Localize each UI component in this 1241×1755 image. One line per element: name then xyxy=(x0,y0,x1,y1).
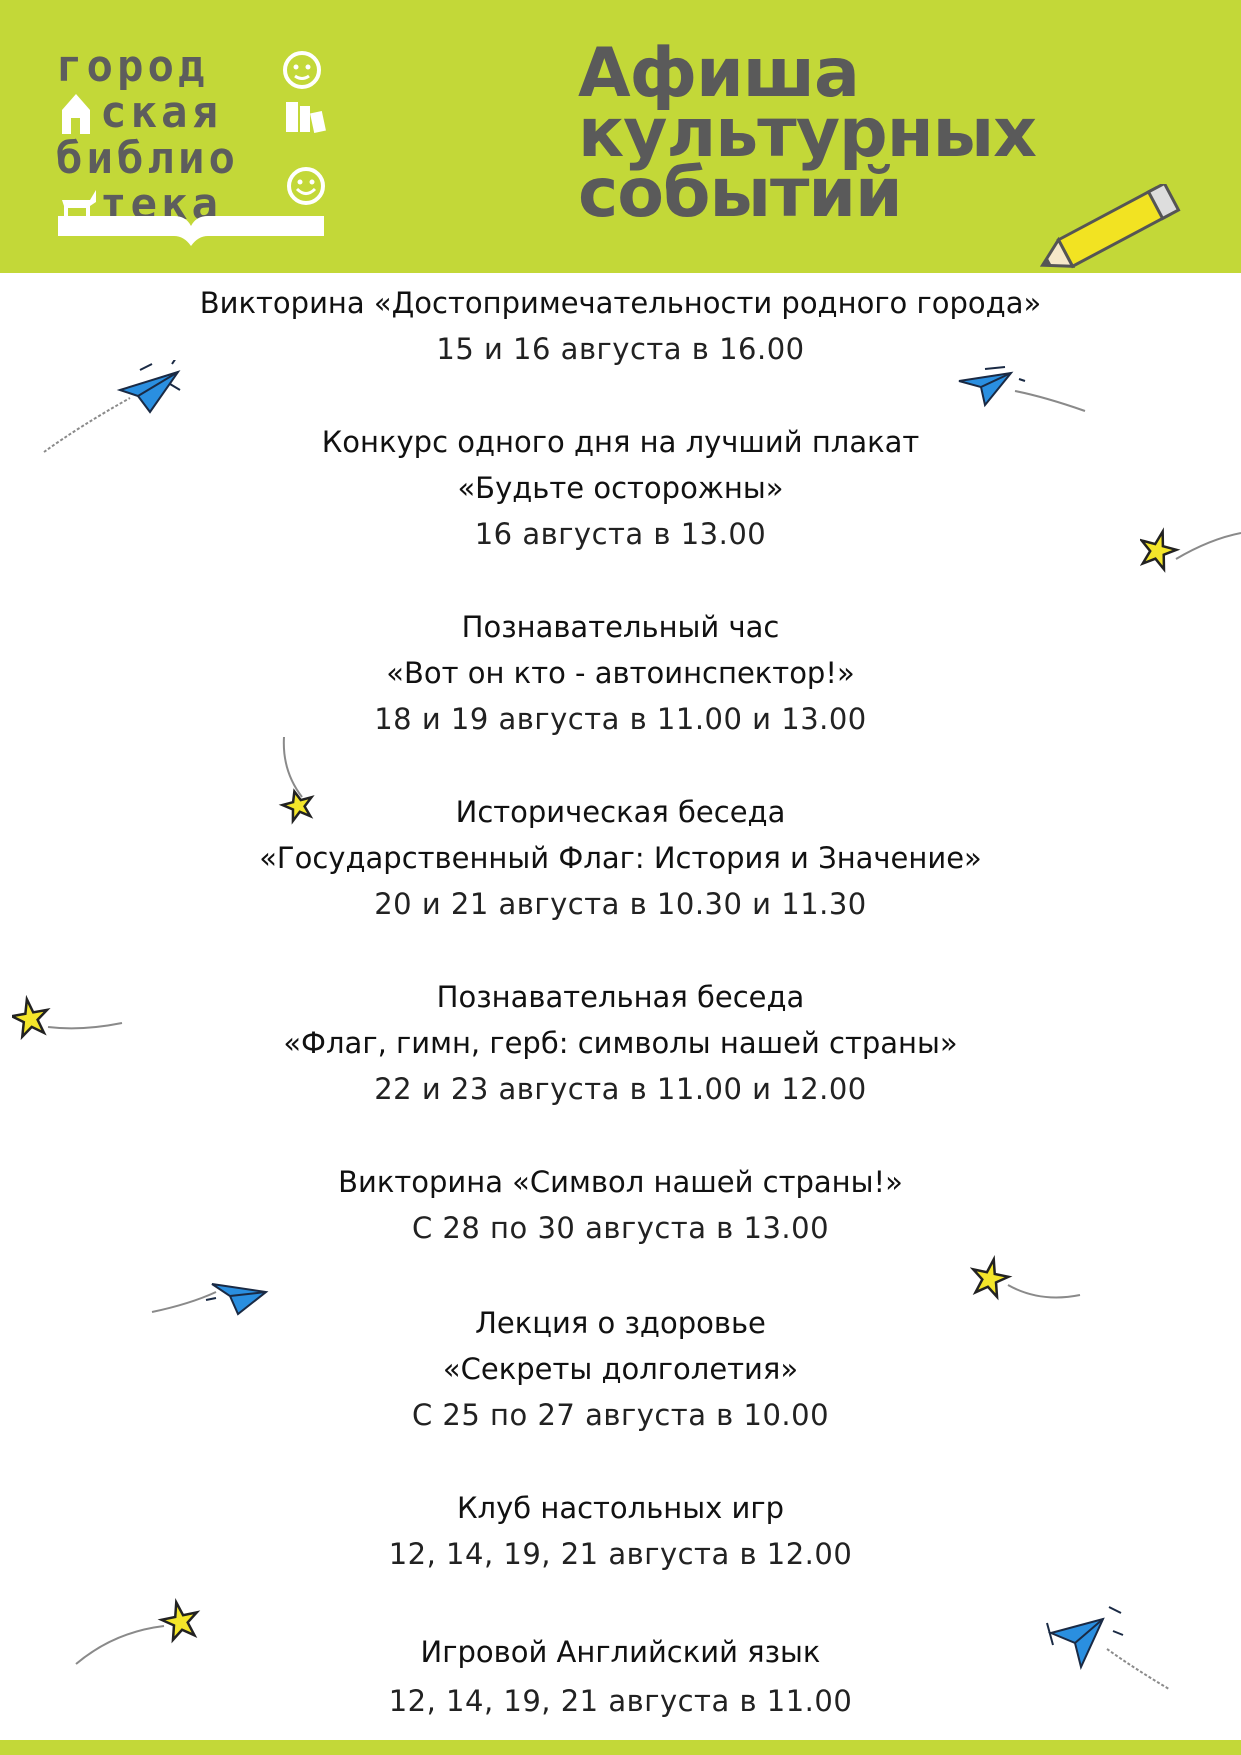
event-8-title: Клуб настольных игр xyxy=(456,1491,785,1525)
event-6-title: Викторина «Символ нашей страны!» xyxy=(338,1165,903,1199)
event-2-date: 16 августа в 13.00 xyxy=(474,517,767,551)
event-2-title: Конкурс одного дня на лучший плакат xyxy=(321,425,920,459)
paper-plane-icon xyxy=(958,366,1086,412)
headline-line-2: культурных xyxy=(578,94,1037,173)
paper-plane-icon xyxy=(43,360,181,453)
logo-line-3: библио xyxy=(56,133,239,184)
pencil-icon xyxy=(1039,184,1181,269)
star-icon xyxy=(1140,527,1241,573)
logo-line-2: ская xyxy=(100,87,222,138)
footer-bar xyxy=(0,1740,1241,1755)
star-icon xyxy=(12,995,123,1041)
event-3-title: Познавательный час xyxy=(461,610,780,644)
star-icon xyxy=(970,1255,1081,1301)
paper-plane-icon xyxy=(151,1283,269,1316)
paper-plane-icon xyxy=(1046,1606,1170,1690)
smiley-icon xyxy=(286,166,326,210)
event-1-title: Викторина «Достопримечательности родного… xyxy=(199,286,1042,320)
event-1-date: 15 и 16 августа в 16.00 xyxy=(436,332,805,366)
event-5-date: 22 и 23 августа в 11.00 и 12.00 xyxy=(374,1072,867,1106)
event-7-title: Лекция о здоровье xyxy=(475,1306,766,1340)
poster-headline: Афиша культурных событий xyxy=(578,34,1037,233)
star-icon xyxy=(278,736,315,825)
event-2-subtitle: «Будьте осторожны» xyxy=(457,471,784,505)
event-5-title: Познавательная беседа xyxy=(436,980,805,1014)
event-4-subtitle: «Государственный Флаг: История и Значени… xyxy=(259,841,982,875)
event-4-date: 20 и 21 августа в 10.30 и 11.30 xyxy=(374,887,867,921)
event-8-date: 12, 14, 19, 21 августа в 12.00 xyxy=(388,1537,853,1571)
event-4-title: Историческая беседа xyxy=(455,795,786,829)
logo-line-1: город xyxy=(56,41,209,92)
house-icon xyxy=(58,90,94,140)
event-9-title: Игровой Английский язык xyxy=(420,1635,821,1669)
star-icon xyxy=(75,1598,201,1665)
library-logo: город ская библио тека xyxy=(56,41,336,246)
open-book-icon xyxy=(58,216,324,246)
headline-line-3: событий xyxy=(578,154,903,233)
event-7-date: С 25 по 27 августа в 10.00 xyxy=(411,1398,830,1432)
headline-line-1: Афиша xyxy=(578,34,860,113)
event-6-date: С 28 по 30 августа в 13.00 xyxy=(411,1211,830,1245)
horse-toy-icon xyxy=(56,180,100,224)
event-3-date: 18 и 19 августа в 11.00 и 13.00 xyxy=(374,702,867,736)
event-7-subtitle: «Секреты долголетия» xyxy=(442,1352,799,1386)
header-banner: город ская библио тека Афиша культурных … xyxy=(0,0,1241,273)
event-5-subtitle: «Флаг, гимн, герб: символы нашей страны» xyxy=(283,1026,958,1060)
event-9-date: 12, 14, 19, 21 августа в 11.00 xyxy=(388,1684,853,1718)
lion-face-icon xyxy=(282,50,322,94)
books-icon xyxy=(282,96,326,140)
event-3-subtitle: «Вот он кто - автоинспектор!» xyxy=(386,656,855,690)
